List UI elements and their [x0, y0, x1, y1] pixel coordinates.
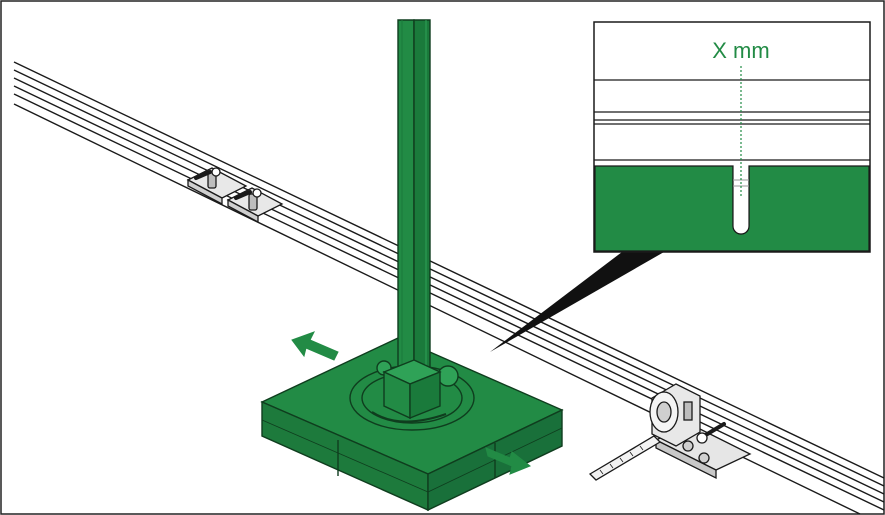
- mast: [397, 19, 431, 388]
- arrow-right-icon: [485, 447, 531, 475]
- callout-detail: X mm: [593, 21, 871, 253]
- rail-clamp-left-1: [186, 167, 248, 206]
- measurement-label: X mm: [712, 38, 769, 63]
- rail-clamp-left-2: [226, 187, 284, 224]
- callout-leader: [490, 252, 664, 352]
- mast-socket: [382, 359, 442, 420]
- arrow-left-icon: [291, 331, 339, 361]
- tape-measure-icon: [588, 383, 752, 481]
